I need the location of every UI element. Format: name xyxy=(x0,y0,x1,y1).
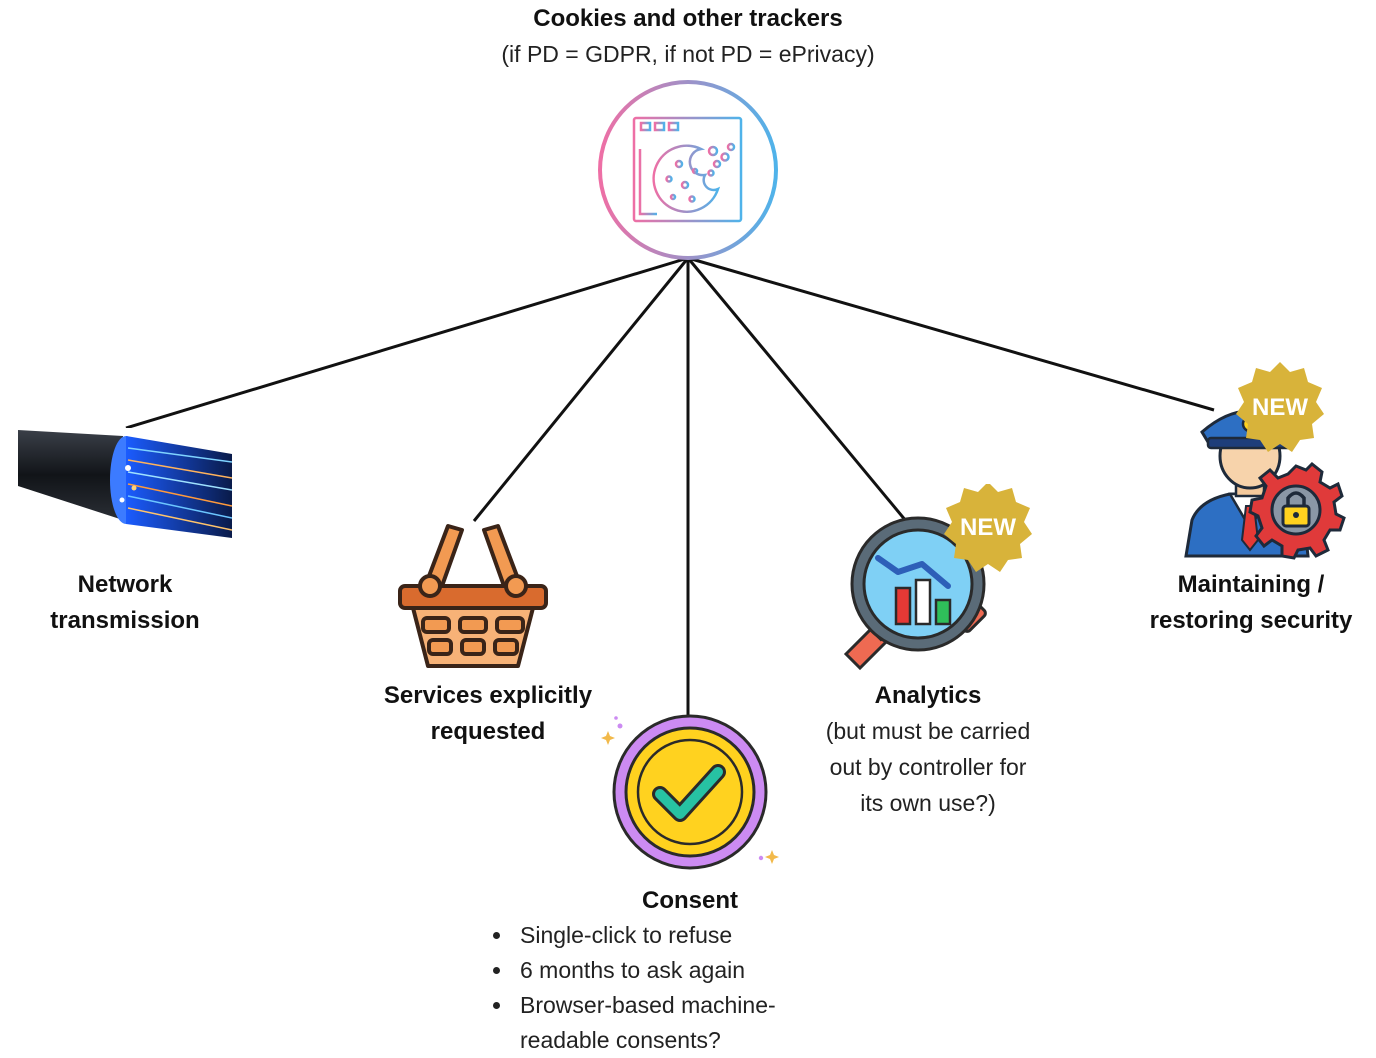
cookie-browser-icon xyxy=(598,80,778,260)
connector-analytics xyxy=(686,257,913,528)
consent-label: Consent xyxy=(642,887,738,914)
security-guard-icon: NEW xyxy=(1184,362,1346,560)
consent-bullet-3a: Browser-based machine- xyxy=(520,992,776,1018)
services-label-line2: requested xyxy=(430,718,546,745)
consent-bullet-2: 6 months to ask again xyxy=(514,953,860,988)
connector-security xyxy=(687,256,1215,412)
consent-bullet-3b: readable consents? xyxy=(520,1027,721,1053)
consent-bullet-1: Single-click to refuse xyxy=(514,918,860,953)
services-label-line1: Services explicitly xyxy=(383,682,593,709)
consent-bullet-3: Browser-based machine-readable consents? xyxy=(514,988,860,1058)
security-label-line1: Maintaining / xyxy=(1177,571,1325,598)
consent-bullets: Single-click to refuse 6 months to ask a… xyxy=(480,918,860,1058)
analytics-note-line1: (but must be carried xyxy=(825,718,1031,744)
analytics-badge: NEW xyxy=(960,514,1016,541)
connector-services xyxy=(472,257,690,522)
checkmark-badge-icon xyxy=(601,714,779,870)
analytics-note-line2: out by controller for xyxy=(829,754,1027,780)
analytics-label: Analytics xyxy=(874,682,982,709)
network-label: Network transmission xyxy=(0,567,250,639)
analytics-note-line3: its own use?) xyxy=(860,790,996,816)
services-label: Services explicitly requested xyxy=(338,678,638,750)
diagram-subtitle: (if PD = GDPR, if not PD = ePrivacy) xyxy=(501,41,875,67)
diagram-title: Cookies and other trackers xyxy=(533,5,843,32)
connector-network xyxy=(125,256,689,430)
security-label: Maintaining / restoring security xyxy=(1126,567,1376,639)
fiber-optic-cable-icon xyxy=(18,428,232,538)
shopping-basket-icon xyxy=(398,524,548,668)
analytics-note: (but must be carried out by controller f… xyxy=(758,713,1098,821)
magnifier-chart-icon: NEW xyxy=(843,484,1032,671)
security-label-line2: restoring security xyxy=(1149,607,1353,634)
security-badge: NEW xyxy=(1252,394,1308,421)
network-label-line2: transmission xyxy=(50,607,200,634)
network-label-line1: Network xyxy=(77,571,173,598)
